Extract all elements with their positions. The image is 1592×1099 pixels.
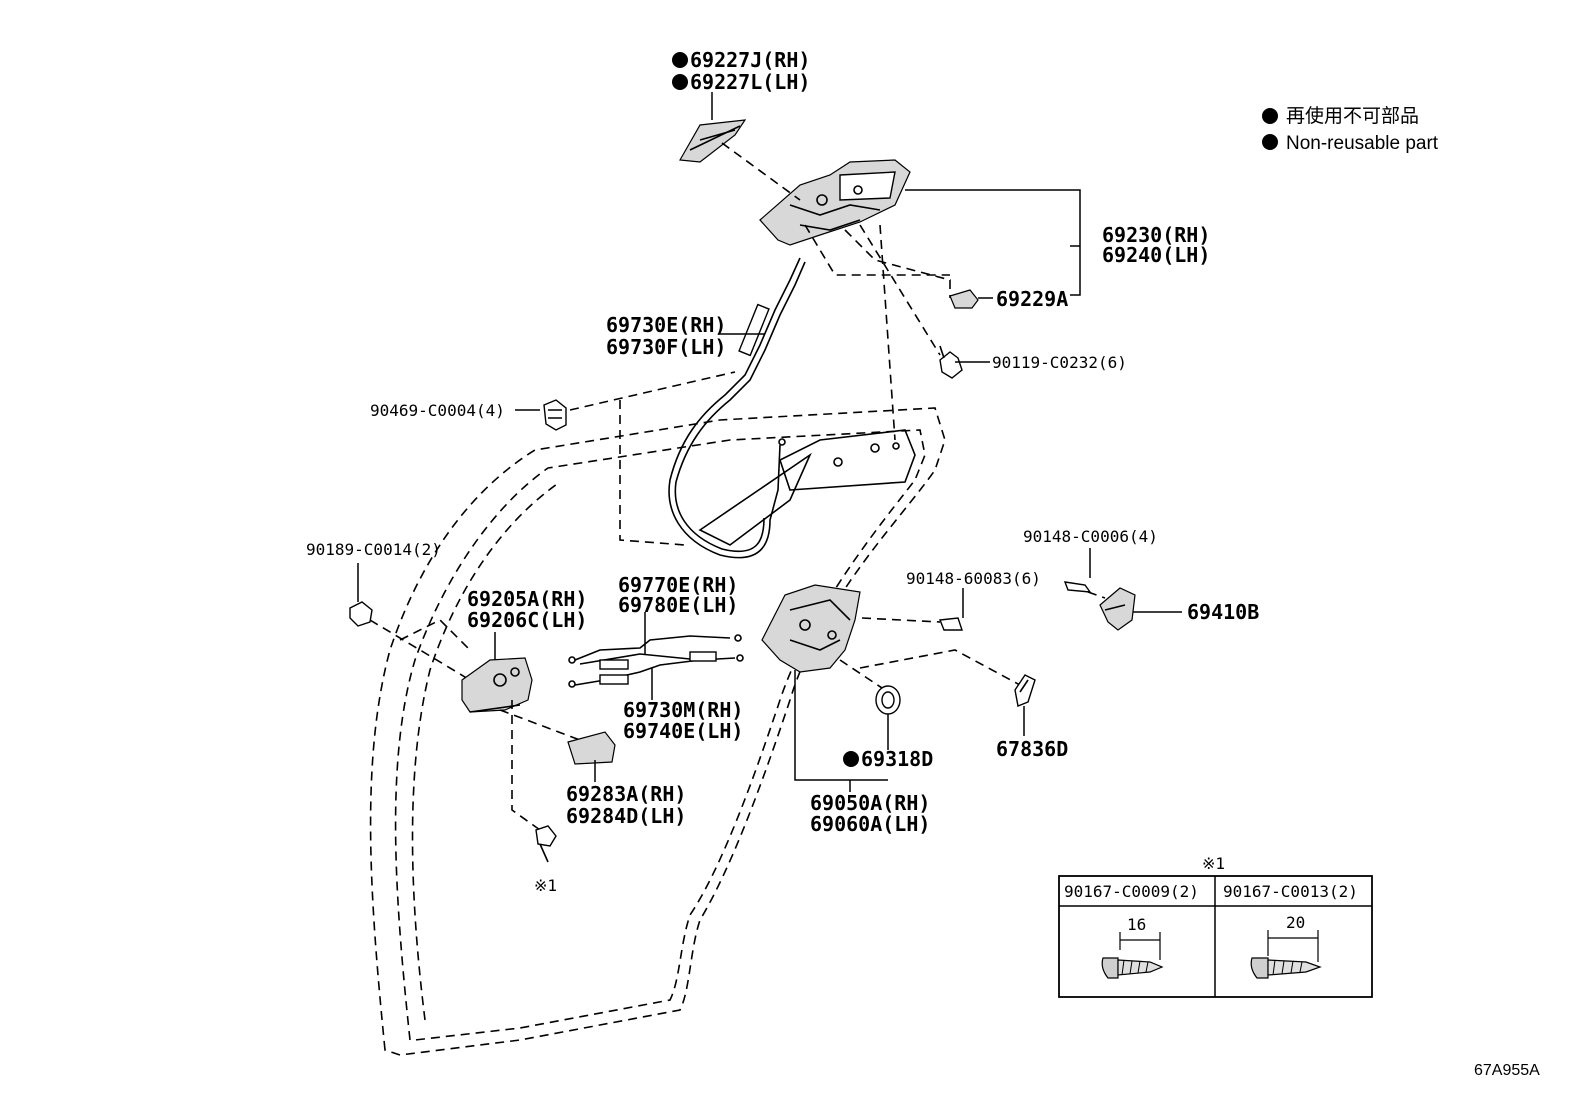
lock-small-part <box>949 289 979 309</box>
legend-dot-icon <box>1262 134 1278 150</box>
callout-69318d: 69318D <box>861 747 933 771</box>
callout-ref-mark: ※1 <box>534 876 557 895</box>
callout-69240: 69240(LH) <box>1102 243 1210 267</box>
table-title: ※1 <box>1202 854 1225 873</box>
callout-90469: 90469-C0004(4) <box>370 401 505 420</box>
callout-67836d: 67836D <box>996 737 1068 761</box>
callout-69770e: 69770E(RH) <box>618 573 738 597</box>
callout-69284d: 69284D(LH) <box>566 804 686 828</box>
door-frame <box>369 407 946 1056</box>
inside-handle-cables-part <box>568 634 744 688</box>
callout-labels: 69227J(RH) 69227L(LH) 69230(RH) 69240(LH… <box>306 48 1259 895</box>
callout-69730f: 69730F(LH) <box>606 335 726 359</box>
callout-90189: 90189-C0014(2) <box>306 540 441 559</box>
callout-69730e: 69730E(RH) <box>606 313 726 337</box>
table-col-part-2: 90167-C0013(2) <box>1223 882 1358 901</box>
screw-ref1-part <box>535 825 557 863</box>
non-reusable-dot-icon <box>843 751 859 767</box>
legend: 再使用不可部品 Non-reusable part <box>1286 105 1439 154</box>
bolt-90119-part <box>939 345 963 379</box>
callout-69230: 69230(RH) <box>1102 223 1210 247</box>
callout-69780e: 69780E(LH) <box>618 593 738 617</box>
non-reusable-markers <box>672 52 1278 767</box>
callout-90148-c0006: 90148-C0006(4) <box>1023 527 1158 546</box>
callout-69060a: 69060A(LH) <box>810 812 930 836</box>
callout-69206c: 69206C(LH) <box>467 608 587 632</box>
screw-20-icon <box>1250 930 1322 979</box>
inside-handle-part <box>461 657 581 831</box>
diagram-code: 67A955A <box>1474 1062 1540 1079</box>
non-reusable-dot-icon <box>672 74 688 90</box>
callout-69227l: 69227L(LH) <box>690 70 810 94</box>
striker-part <box>1063 581 1136 631</box>
screw-16-icon <box>1101 932 1164 979</box>
upper-lock-cable-part <box>668 257 806 559</box>
grommet-part <box>1014 674 1036 707</box>
callout-69740e: 69740E(LH) <box>623 719 743 743</box>
handle-bezel-part <box>567 731 616 765</box>
door-lock-assembly-part <box>759 159 911 246</box>
callout-69050a: 69050A(RH) <box>810 791 930 815</box>
clip-90189-part <box>349 601 471 681</box>
callout-69410b: 69410B <box>1187 600 1259 624</box>
legend-item-japanese: 再使用不可部品 <box>1286 105 1419 127</box>
legend-item-english: Non-reusable part <box>1286 133 1439 154</box>
bolt-90148-60083-part <box>939 617 963 631</box>
lower-door-lock-part <box>761 584 1021 691</box>
seal-ring-part <box>875 685 901 715</box>
callout-leaders <box>357 92 1182 792</box>
callout-69229a: 69229A <box>996 287 1068 311</box>
legend-dot-icon <box>1262 108 1278 124</box>
clip-90469-part <box>543 399 567 431</box>
screw-table: ※1 90167-C0009(2) 90167-C0013(2) 16 20 <box>1058 854 1373 998</box>
door-inner-panel <box>698 429 916 546</box>
table-length-2: 20 <box>1286 913 1305 932</box>
callout-69205a: 69205A(RH) <box>467 587 587 611</box>
callout-90119: 90119-C0232(6) <box>992 353 1127 372</box>
lock-cover-plate-part <box>679 119 747 163</box>
callout-69227j: 69227J(RH) <box>690 48 810 72</box>
table-length-1: 16 <box>1127 915 1146 934</box>
non-reusable-dot-icon <box>672 52 688 68</box>
callout-90148-60083: 90148-60083(6) <box>906 569 1041 588</box>
callout-69283a: 69283A(RH) <box>566 782 686 806</box>
dashed-leaders-top <box>569 142 951 546</box>
table-col-part-1: 90167-C0009(2) <box>1064 882 1199 901</box>
callout-69730m: 69730M(RH) <box>623 698 743 722</box>
